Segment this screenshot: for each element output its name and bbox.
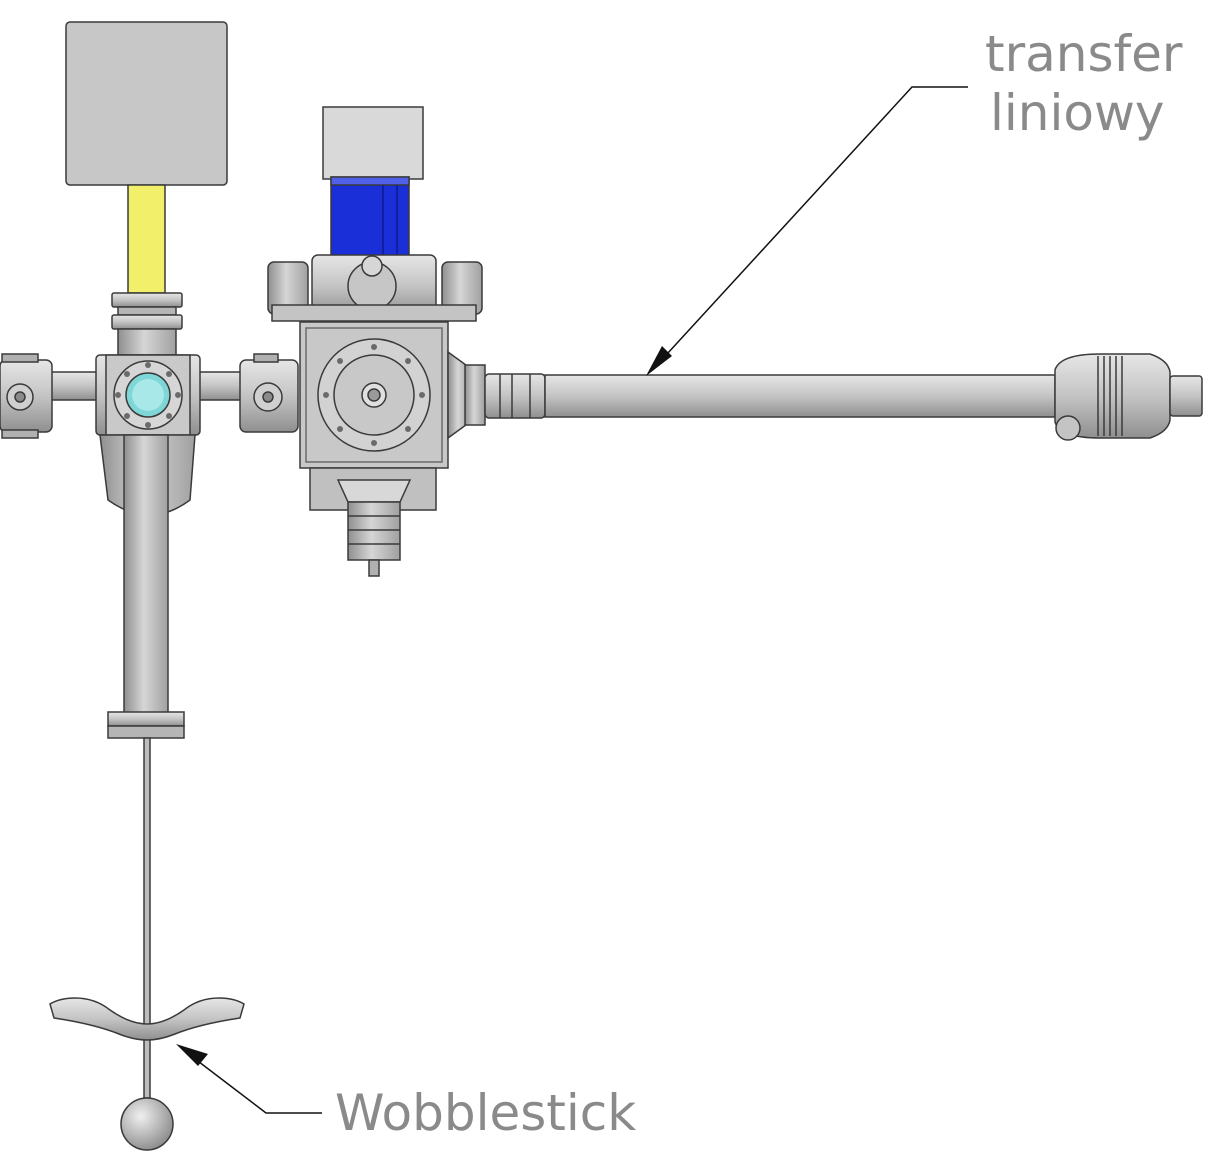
wobblestick-label: Wobblestick: [335, 1084, 637, 1142]
central-chamber: [267, 106, 483, 577]
wobblestick-handle: [49, 997, 245, 1041]
transfer-label-line1: transfer: [985, 25, 1183, 83]
wobblestick-ball: [120, 1097, 174, 1151]
wobblestick-rod: [143, 737, 151, 1099]
wobblestick-assembly: [0, 21, 299, 1151]
wobblestick-tube: [123, 434, 169, 714]
wobblestick-leader: [176, 1044, 322, 1114]
yellow-tube: [127, 184, 166, 294]
linear-transfer: [464, 353, 1203, 441]
transfer-tube: [544, 374, 1056, 418]
motor-cap: [322, 106, 424, 180]
blue-motor: [330, 176, 410, 258]
gauge-housing: [65, 21, 228, 186]
transfer-label-line2: liniowy: [990, 84, 1165, 142]
transfer-leader: [646, 86, 968, 376]
